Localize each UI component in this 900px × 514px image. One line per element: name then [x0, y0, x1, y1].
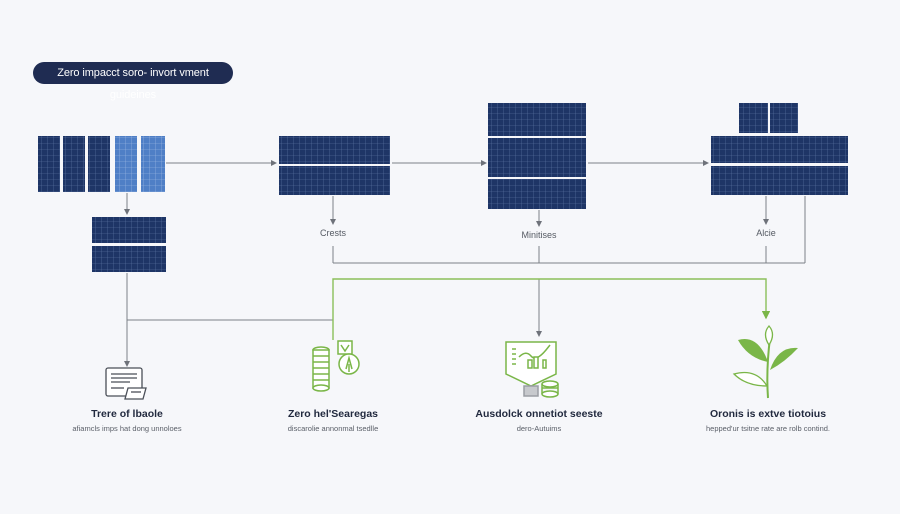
solar-panel: [488, 138, 586, 177]
stage-3-panel: [488, 103, 586, 209]
solar-panel: [739, 103, 768, 133]
outcome-3-desc: dero-Autuims: [516, 424, 562, 433]
outcome-4-desc: hepped'ur tsitne rate are rolb contind.: [705, 424, 830, 433]
plant-icon: [732, 325, 798, 399]
stage-1-panels: [38, 136, 165, 192]
stage-3-label: Minitises: [521, 230, 557, 240]
outcome-2-desc: discarolie annonmal tsedlle: [287, 424, 379, 433]
monitor-chart-icon: [505, 341, 559, 398]
solar-panel: [88, 136, 110, 192]
outcome-4-title: Oronis is extve tiotoius: [709, 408, 827, 420]
solar-panel-highlight: [141, 136, 165, 192]
solar-panel: [279, 166, 390, 195]
solar-panel: [711, 166, 848, 195]
green-connectors: [332, 278, 771, 340]
stage-4-panel: [711, 103, 848, 195]
stage-2-panel: [279, 136, 390, 195]
solar-panel-highlight: [115, 136, 137, 192]
green-bus-line: [332, 278, 771, 340]
outcome-2-title: Zero hel'Searegas: [287, 408, 379, 420]
outcome-1-title: Trere of lbaole: [91, 408, 163, 420]
stage-2-label: Crests: [319, 228, 346, 238]
solar-panel: [488, 179, 586, 209]
solar-panel: [711, 136, 848, 163]
coins-leaf-icon: [312, 340, 360, 392]
solar-panel: [92, 217, 166, 243]
diagram-title-badge: Zero impacct soro- invort vment guideine…: [33, 62, 233, 101]
solar-panel: [92, 246, 166, 272]
document-icon: [105, 367, 147, 400]
outcome-3-title: Ausdolck onnetiot seeste: [475, 408, 603, 420]
solar-panel: [770, 103, 798, 133]
solar-panel: [488, 103, 586, 136]
outcome-1-desc: afiamcls imps hat dong unnoloes: [72, 424, 182, 433]
stage-connectors: [124, 160, 806, 367]
solar-panel: [279, 136, 390, 164]
solar-panel: [63, 136, 85, 192]
stage-4-label: Alcie: [756, 228, 776, 238]
solar-panel: [38, 136, 60, 192]
stage-1b-panel: [92, 217, 166, 272]
